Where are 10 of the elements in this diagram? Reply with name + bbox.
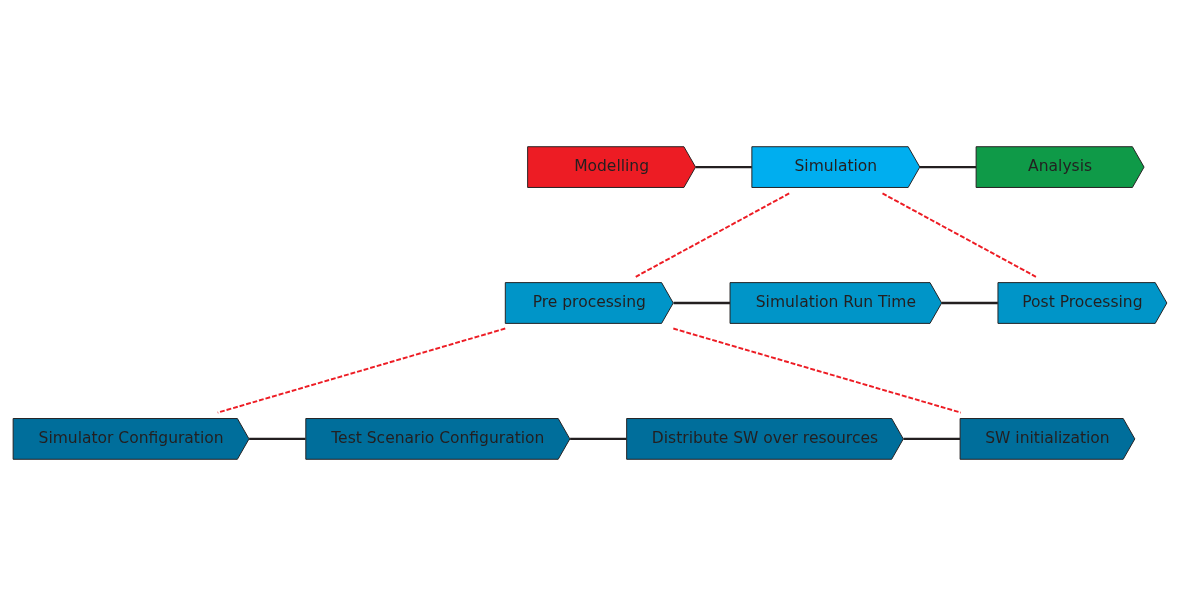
connector <box>941 301 998 305</box>
connector <box>249 437 306 441</box>
connector <box>672 327 962 414</box>
connector <box>881 192 1037 278</box>
connector <box>695 165 752 169</box>
connector <box>673 301 730 305</box>
connector <box>903 437 960 441</box>
connector <box>919 165 977 169</box>
connector <box>570 437 627 441</box>
connector <box>634 192 791 278</box>
